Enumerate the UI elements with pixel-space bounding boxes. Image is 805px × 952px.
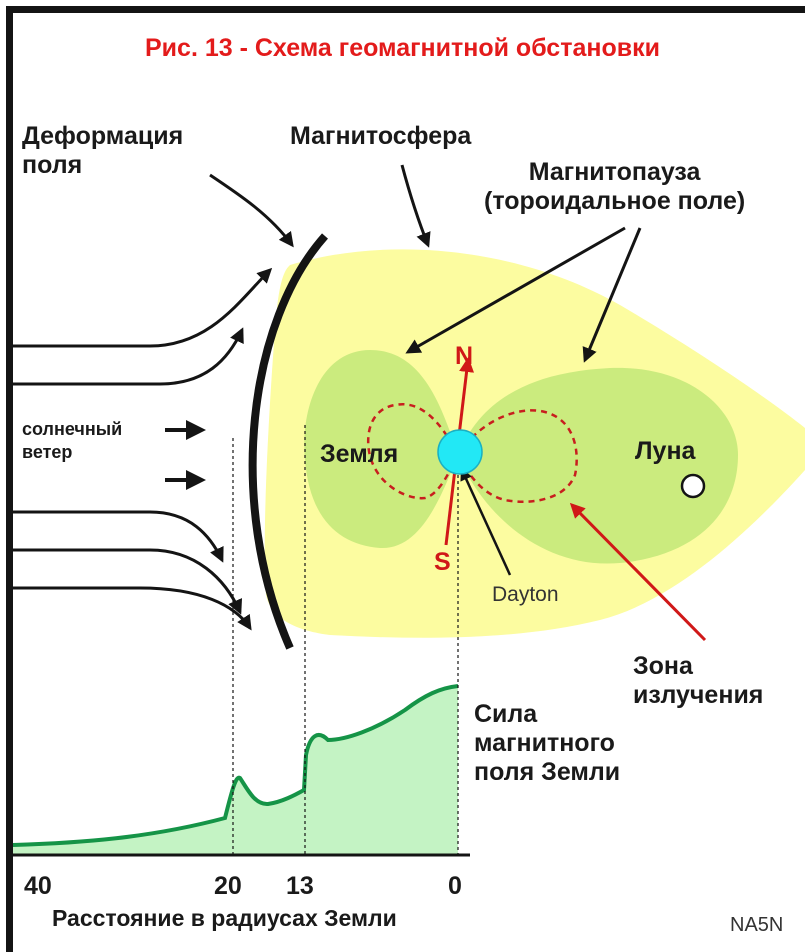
label-solar-wind: солнечный ветер xyxy=(22,418,122,465)
field-line-2 xyxy=(13,330,242,384)
axis-tick-13: 13 xyxy=(286,872,314,901)
diagram-title: Рис. 13 - Схема геомагнитной обстановки xyxy=(0,34,805,63)
field-line-5 xyxy=(13,588,250,628)
label-north: N xyxy=(455,342,473,371)
axis-tick-20: 20 xyxy=(214,872,242,901)
credit-label: NA5N xyxy=(730,914,783,937)
earth-circle xyxy=(438,430,482,474)
field-line-4 xyxy=(13,550,240,612)
axis-tick-40: 40 xyxy=(24,872,52,901)
label-earth: Земля xyxy=(320,440,398,469)
axis-tick-0: 0 xyxy=(448,872,462,901)
label-radiation-zone: Зона излучения xyxy=(633,652,763,710)
field-line-3 xyxy=(13,512,222,560)
arrow-to-magnetosphere xyxy=(402,165,428,245)
label-field-strength: Сила магнитного поля Земли xyxy=(474,700,620,786)
field-strength-area xyxy=(13,686,458,855)
label-field-deformation: Деформация поля xyxy=(22,122,183,180)
arrow-to-deformation xyxy=(210,175,292,245)
label-dayton: Dayton xyxy=(492,583,559,607)
axis-label: Расстояние в радиусах Земли xyxy=(52,905,397,931)
label-moon: Луна xyxy=(635,437,695,466)
label-magnetopause: Магнитопауза (тороидальное поле) xyxy=(484,158,745,216)
label-south: S xyxy=(434,548,451,577)
field-line-1 xyxy=(13,270,270,346)
label-magnetosphere: Магнитосфера xyxy=(290,122,471,151)
moon-circle xyxy=(682,475,704,497)
